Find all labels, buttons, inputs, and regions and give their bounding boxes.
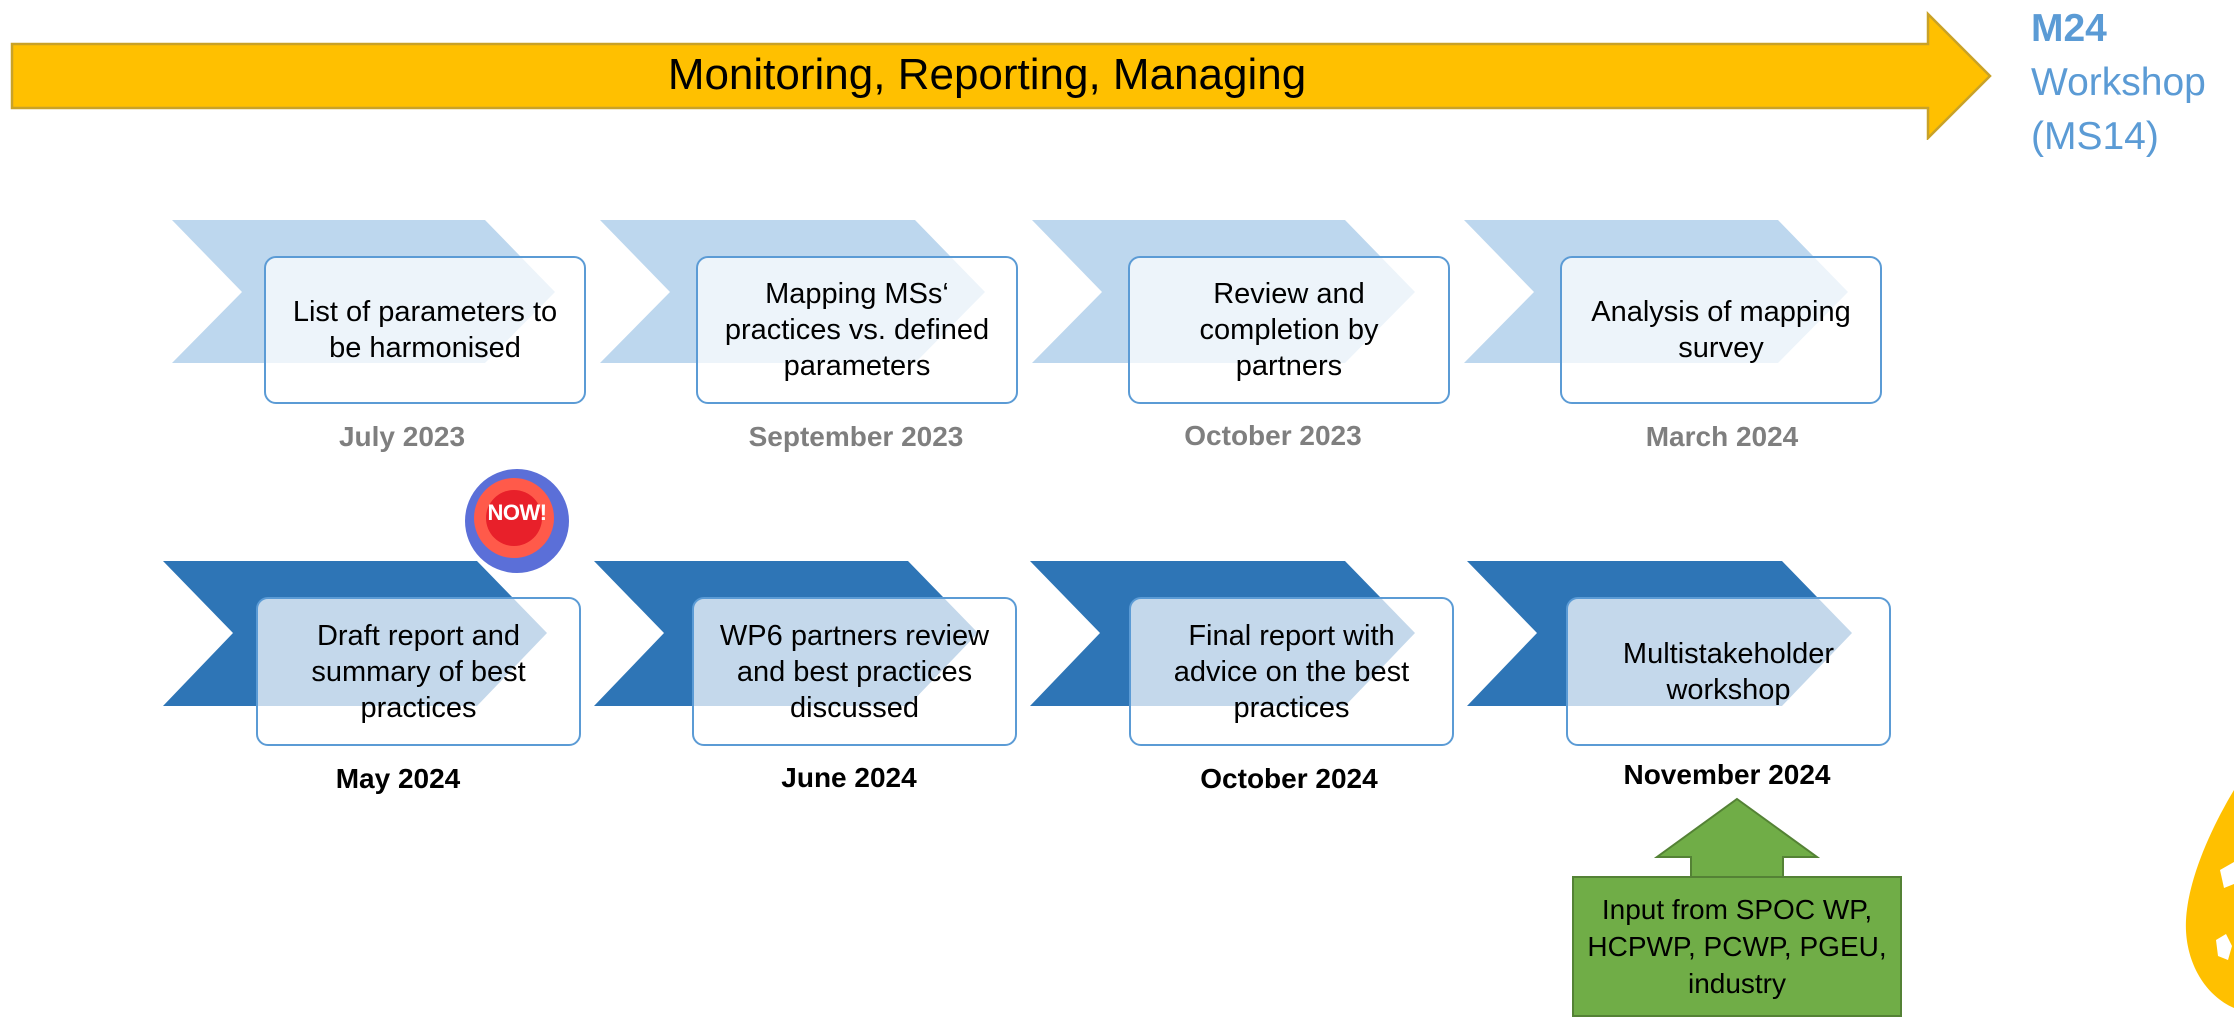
input-arrow [1653,797,1821,897]
now-badge-icon [465,469,569,573]
step-box-2: Mapping MSs‘ practices vs. defined param… [696,256,1018,404]
step-date-6: June 2024 [781,762,917,793]
now-badge-label: NOW! [487,500,547,525]
step-date-4: March 2024 [1645,421,1799,452]
step-date-2: September 2023 [748,421,964,452]
input-box: Input from SPOC WP, HCPWP, PCWP, PGEU, i… [1572,876,1902,1017]
step-box-1: List of parameters to be harmonised [264,256,586,404]
step-box-8: Multistakeholder workshop [1566,597,1891,746]
step-box-4: Analysis of mapping survey [1560,256,1882,404]
milestone-id: (MS14) [2031,115,2159,158]
step-box-7: Final report with advice on the best pra… [1129,597,1454,746]
banner-arrow [10,10,1992,140]
step-box-6: WP6 partners review and best practices d… [692,597,1017,746]
step-date-7: October 2024 [1200,763,1378,794]
banner-label: Monitoring, Reporting, Managing [667,50,1307,99]
step-date-5: May 2024 [335,763,461,794]
logo-graphic [2185,790,2234,1008]
step-box-3: Review and completion by partners [1128,256,1450,404]
milestone-title: Workshop [2031,61,2206,104]
milestone-code: M24 [2031,7,2107,50]
step-date-3: October 2023 [1184,420,1362,451]
step-date-1: July 2023 [338,421,466,452]
milestone-label: M24 Workshop (MS14) [2031,2,2206,164]
step-box-5: Draft report and summary of best practic… [256,597,581,746]
step-date-8: November 2024 [1623,759,1831,790]
